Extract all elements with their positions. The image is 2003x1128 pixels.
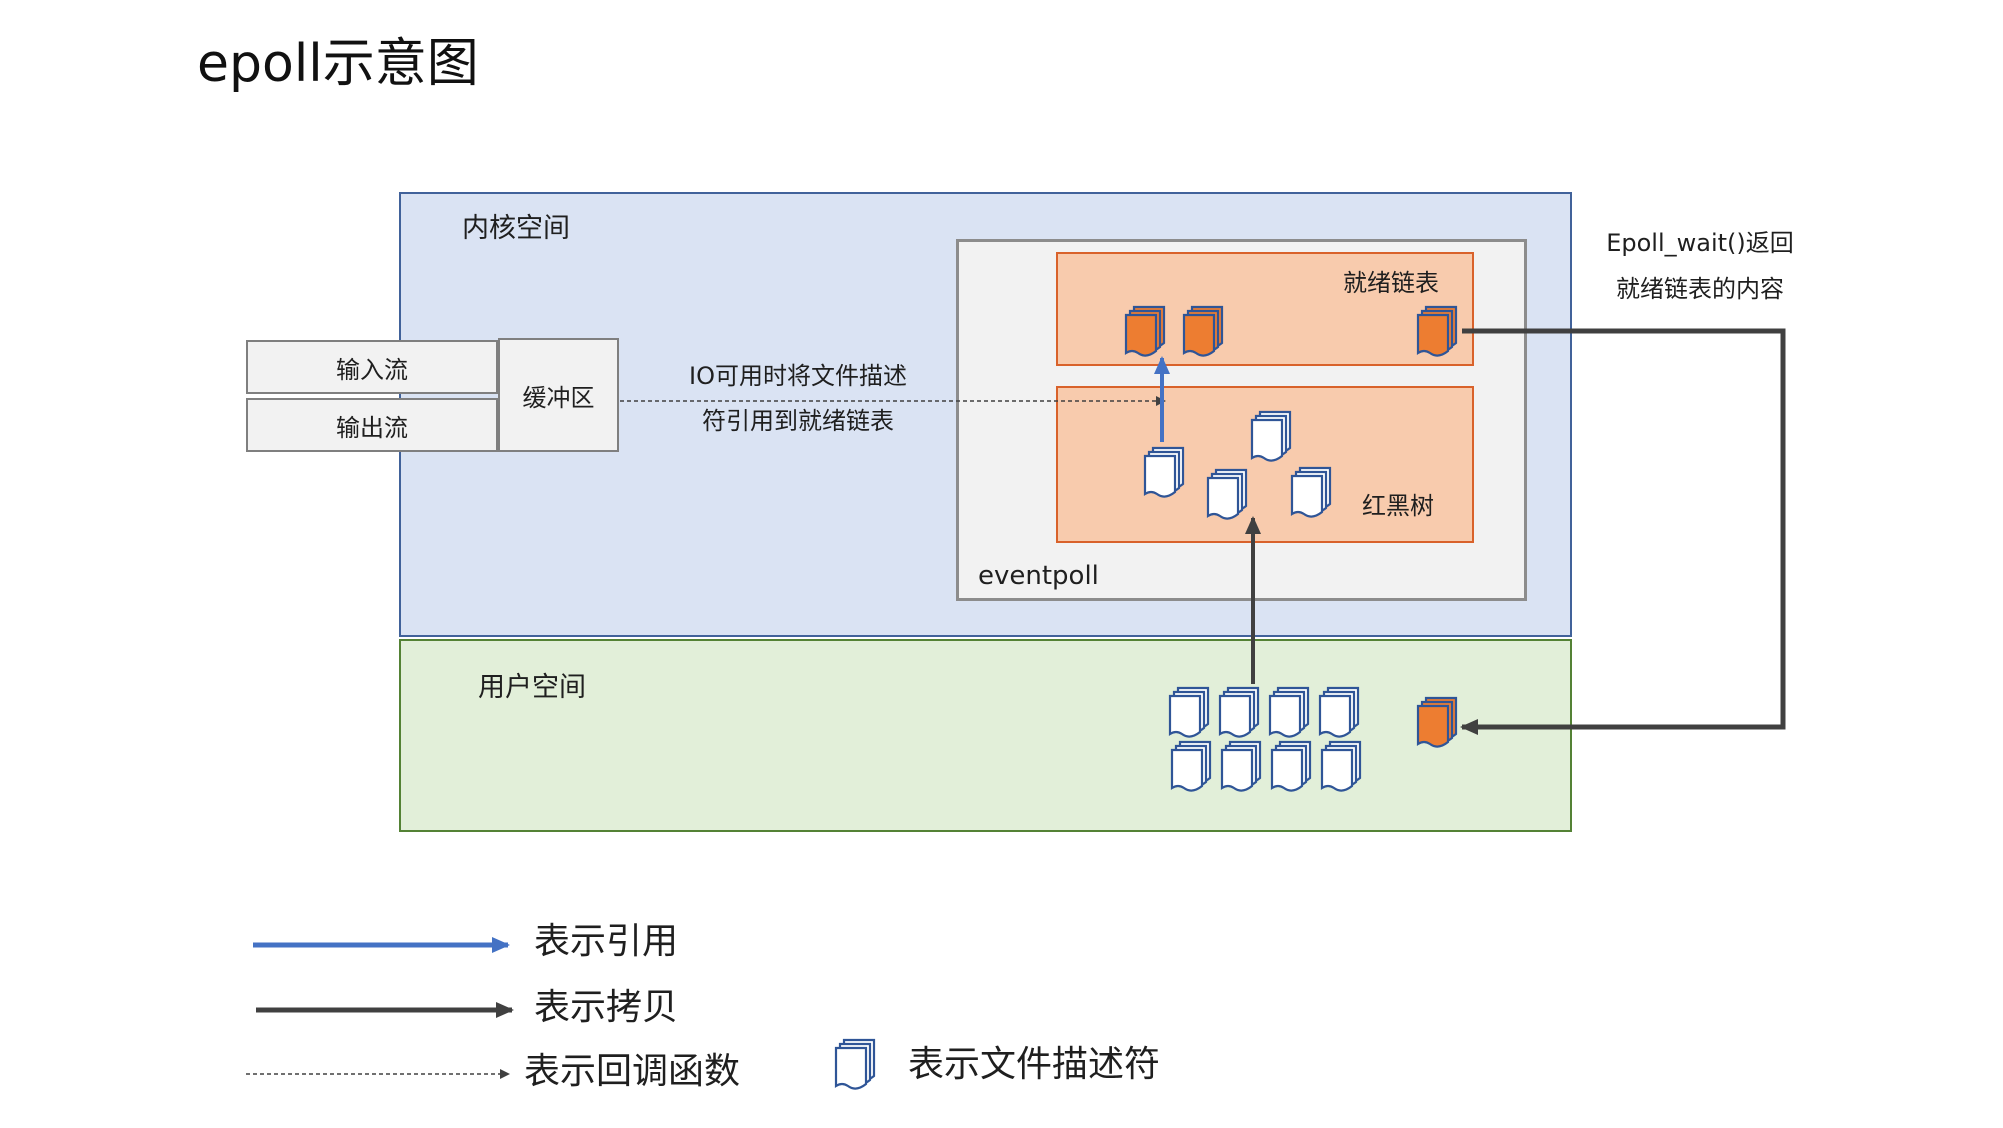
user-space-label: 用户空间 <box>478 672 586 703</box>
ready-list-label: 就绪链表 <box>1343 269 1439 297</box>
output-stream-label: 输出流 <box>336 413 408 442</box>
legend-fd-label: 表示文件描述符 <box>908 1044 1161 1085</box>
file-descriptor-icon <box>1168 686 1210 738</box>
file-descriptor-icon <box>1320 740 1362 792</box>
input-stream-label: 输入流 <box>336 355 408 384</box>
ready-file-descriptor-icon <box>1182 305 1224 357</box>
legend-reference-label: 表示引用 <box>534 921 679 962</box>
file-descriptor-icon <box>1220 740 1262 792</box>
legend-copy-label: 表示拷贝 <box>534 987 679 1028</box>
ready-file-descriptor-icon <box>1124 305 1166 357</box>
epoll-wait-note-line1: Epoll_wait()返回 <box>1606 229 1794 257</box>
kernel-space-label: 内核空间 <box>462 213 570 244</box>
output-stream-box: 输出流 <box>246 398 498 452</box>
buffer-box: 缓冲区 <box>498 338 619 452</box>
file-descriptor-icon <box>1218 686 1260 738</box>
legend-callback-label: 表示回调函数 <box>524 1051 741 1092</box>
rbtree-label: 红黑树 <box>1362 492 1434 520</box>
ready-file-descriptor-icon <box>1416 305 1458 357</box>
callback-note-line1: IO可用时将文件描述 <box>689 362 907 390</box>
file-descriptor-icon <box>1170 740 1212 792</box>
page-title: epoll示意图 <box>197 34 479 94</box>
eventpoll-label: eventpoll <box>978 561 1099 591</box>
file-descriptor-icon <box>1270 740 1312 792</box>
file-descriptor-icon <box>1318 686 1360 738</box>
file-descriptor-icon <box>834 1038 876 1090</box>
file-descriptor-icon <box>1268 686 1310 738</box>
file-descriptor-icon <box>1206 468 1248 520</box>
input-stream-box: 输入流 <box>246 340 498 394</box>
file-descriptor-icon <box>1143 446 1185 498</box>
epoll-wait-return-arrow <box>1460 328 1786 735</box>
buffer-label: 缓冲区 <box>522 383 595 412</box>
callback-note-line2: 符引用到就绪链表 <box>702 407 894 435</box>
ready-file-descriptor-icon <box>1416 696 1458 748</box>
user-space-region <box>399 639 1572 832</box>
epoll-wait-note-line2: 就绪链表的内容 <box>1616 275 1784 303</box>
file-descriptor-icon <box>1250 410 1292 462</box>
file-descriptor-icon <box>1290 466 1332 518</box>
